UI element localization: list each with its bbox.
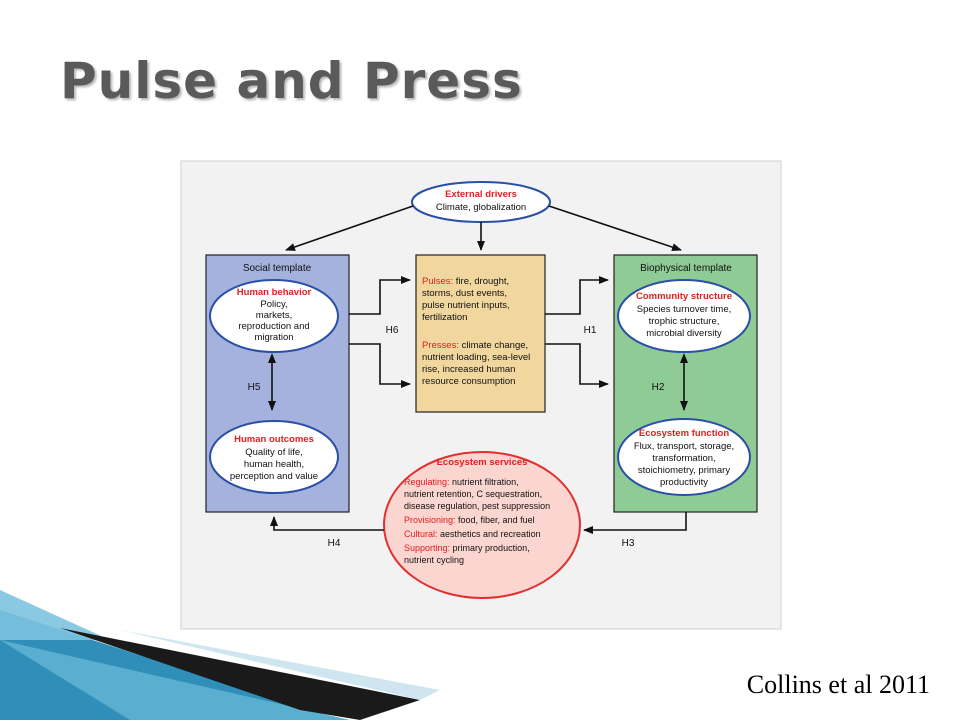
human-behavior-line: Policy, <box>260 299 287 310</box>
presses-text: Presses: climate change, <box>422 340 528 351</box>
ecosystem-services-ellipse <box>383 451 581 599</box>
human-behavior-title: Human behavior <box>237 287 312 298</box>
presses-label: Presses: <box>422 340 459 351</box>
h1-label: H1 <box>584 325 597 336</box>
cultural-text: Cultural: aesthetics and recreation <box>404 529 541 539</box>
ecosystem-function-line: productivity <box>660 477 708 488</box>
regulating-label: Regulating: <box>404 477 450 487</box>
h3-label: H3 <box>622 538 635 549</box>
community-structure-title: Community structure <box>636 291 732 302</box>
external-to-social-arrow <box>285 205 414 251</box>
h6-arrow-lower <box>349 343 411 388</box>
pulses-presses-box <box>415 254 546 413</box>
pulses-line: pulse nutrient inputs, <box>422 300 510 311</box>
ecosystem-services-title: Ecosystem services <box>437 457 528 468</box>
h4-label: H4 <box>328 538 341 549</box>
supporting-label: Supporting: <box>404 543 450 553</box>
presses-line: rise, increased human <box>422 364 515 375</box>
community-structure-line: Species turnover time, <box>637 304 732 315</box>
external-to-biophysical-arrow <box>548 205 682 251</box>
social-template-header: Social template <box>243 263 312 274</box>
presses-line: resource consumption <box>422 376 515 387</box>
cultural-label: Cultural: <box>404 529 438 539</box>
regulating-line: nutrient retention, C sequestration, <box>404 489 542 499</box>
supporting-line: nutrient cycling <box>404 555 464 565</box>
human-outcomes-line: human health, <box>244 459 304 470</box>
regulating-text: Regulating: nutrient filtration, <box>404 477 519 487</box>
regulating-line: nutrient filtration, <box>450 477 519 487</box>
supporting-line: primary production, <box>450 543 530 553</box>
human-outcomes-title: Human outcomes <box>234 434 314 445</box>
ecosystem-function-ellipse <box>617 418 751 496</box>
h1-arrow-lower <box>545 343 609 388</box>
human-behavior-line: markets, <box>256 310 292 321</box>
cultural-value: aesthetics and recreation <box>438 529 541 539</box>
pulses-text: Pulses: fire, drought, <box>422 276 509 287</box>
community-structure-ellipse <box>617 279 751 353</box>
provisioning-text: Provisioning: food, fiber, and fuel <box>404 515 535 525</box>
ecosystem-function-line: stoichiometry, primary <box>638 465 730 476</box>
h6-label: H6 <box>386 325 399 336</box>
ecosystem-function-line: transformation, <box>652 453 715 464</box>
community-structure-line: trophic structure, <box>649 316 720 327</box>
ecosystem-function-line: Flux, transport, storage, <box>634 441 734 452</box>
community-structure-line: microbial diversity <box>646 328 722 339</box>
provisioning-value: food, fiber, and fuel <box>456 515 535 525</box>
h6-arrow-upper <box>349 276 411 315</box>
ecosystem-function-title: Ecosystem function <box>639 428 729 439</box>
human-outcomes-line: Quality of life, <box>245 447 303 458</box>
pulses-line: fertilization <box>422 312 467 323</box>
pulses-line: storms, dust events, <box>422 288 507 299</box>
human-behavior-line: reproduction and <box>238 321 309 332</box>
external-drivers-title: External drivers <box>445 189 517 200</box>
human-outcomes-ellipse <box>209 420 339 494</box>
human-behavior-ellipse <box>209 279 339 353</box>
provisioning-label: Provisioning: <box>404 515 456 525</box>
presses-line: climate change, <box>459 340 528 351</box>
h3-arrow <box>583 512 687 534</box>
slide-title: Pulse and Press <box>60 52 523 110</box>
regulating-line: disease regulation, pest suppression <box>404 501 550 511</box>
citation: Collins et al 2011 <box>746 670 930 699</box>
pulses-line: fire, drought, <box>453 276 509 287</box>
human-behavior-line: migration <box>254 332 293 343</box>
biophysical-template-header: Biophysical template <box>640 263 732 274</box>
presses-line: nutrient loading, sea-level <box>422 352 530 363</box>
external-drivers-text: Climate, globalization <box>436 202 526 213</box>
h2-label: H2 <box>652 382 665 393</box>
h1-arrow-upper <box>545 276 609 315</box>
human-outcomes-line: perception and value <box>230 471 318 482</box>
pulses-label: Pulses: <box>422 276 453 287</box>
h4-arrow <box>270 516 384 531</box>
supporting-text: Supporting: primary production, <box>404 543 530 553</box>
h5-label: H5 <box>248 382 261 393</box>
